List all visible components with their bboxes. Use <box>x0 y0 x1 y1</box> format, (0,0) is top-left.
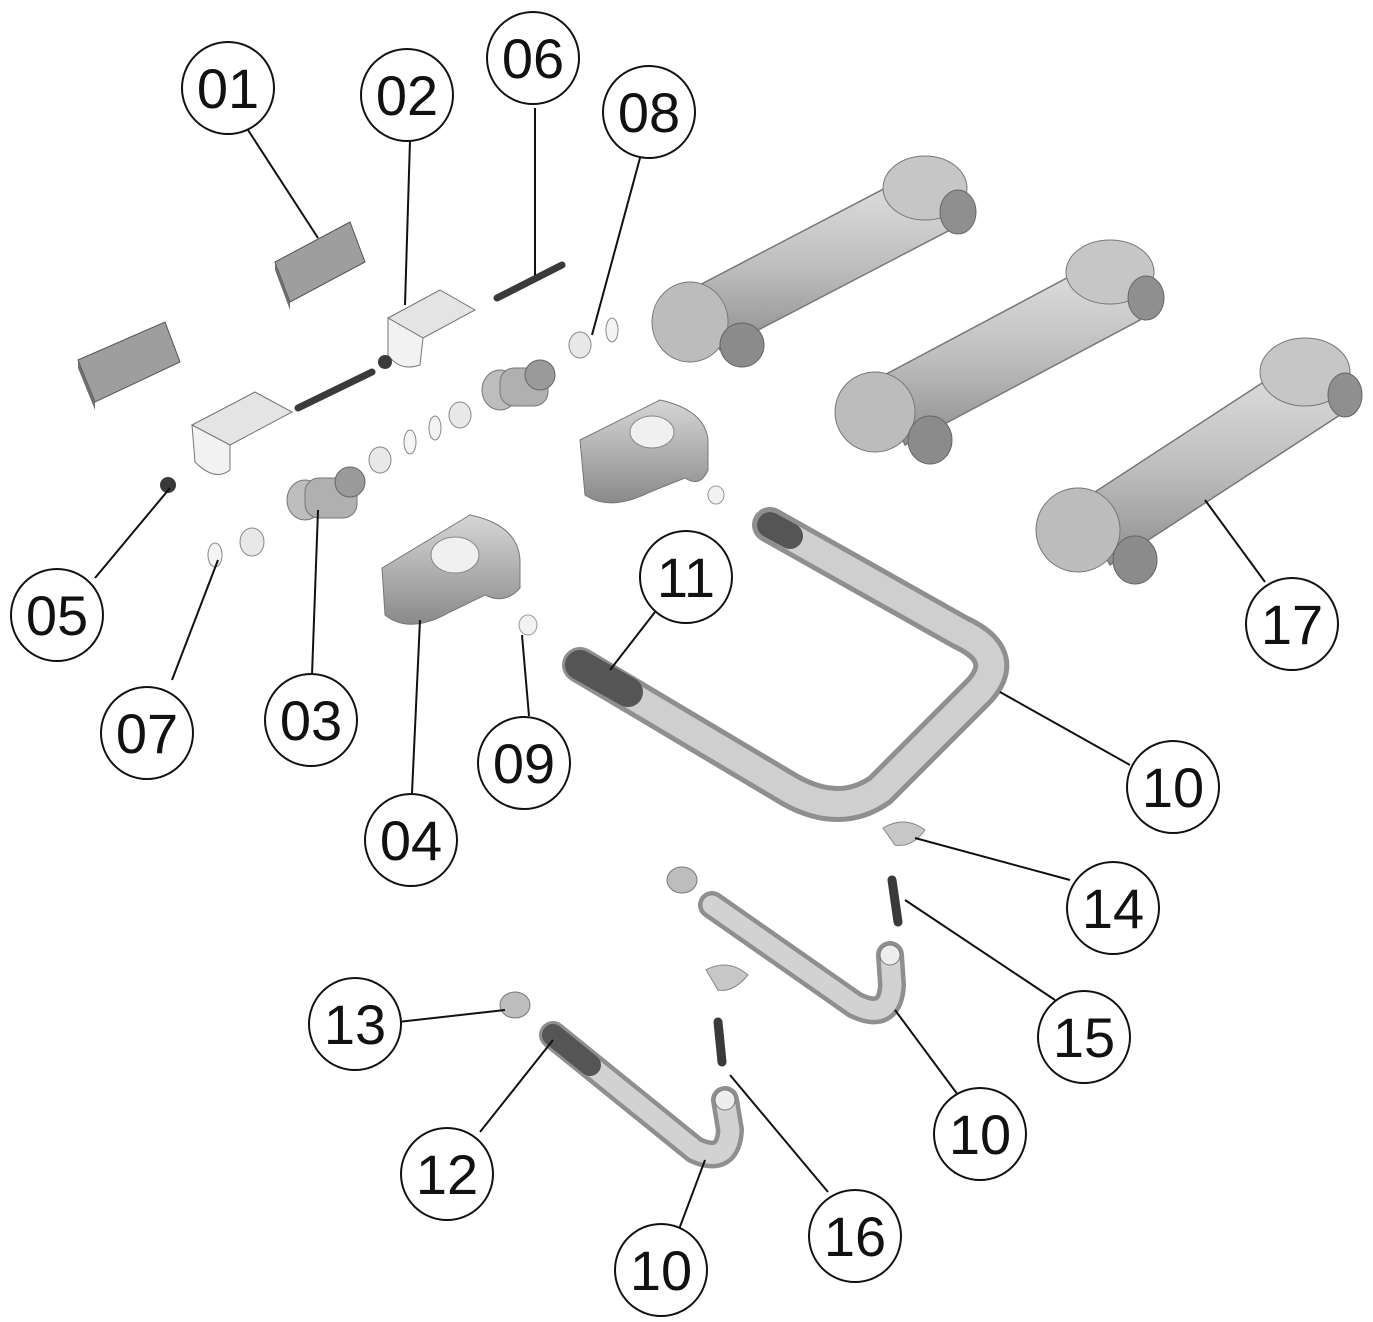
callout-05: 05 <box>10 568 104 662</box>
threaded-rod-upper <box>493 261 566 302</box>
callout-04-label: 04 <box>380 809 442 872</box>
arm-link-2 <box>834 239 1165 465</box>
bracket-lower <box>190 391 294 475</box>
callout-06-label: 06 <box>502 27 564 90</box>
threaded-rod-lower <box>294 368 376 412</box>
callout-14: 14 <box>1066 861 1160 955</box>
callout-09-label: 09 <box>493 732 555 795</box>
callout-13-label: 13 <box>324 993 386 1056</box>
callout-04: 04 <box>364 793 458 887</box>
u-tube <box>562 507 1010 822</box>
callout-10-upper-label: 10 <box>1142 756 1204 819</box>
callout-01-label: 01 <box>197 57 259 120</box>
callout-17-label: 17 <box>1261 593 1323 656</box>
tee-fitting-lower <box>286 466 366 521</box>
callout-11-label: 11 <box>657 546 715 609</box>
callout-03: 03 <box>264 673 358 767</box>
callout-13: 13 <box>308 977 402 1071</box>
callout-08-label: 08 <box>618 81 680 144</box>
callout-07: 07 <box>100 686 194 780</box>
tube-nuts <box>499 866 698 1019</box>
callout-17: 17 <box>1245 577 1339 671</box>
callout-09: 09 <box>477 716 571 810</box>
callout-15: 15 <box>1037 990 1131 1084</box>
clamp-plate-upper <box>274 221 366 310</box>
small-bushings <box>518 485 725 636</box>
callout-16: 16 <box>808 1189 902 1283</box>
bracket-upper <box>386 289 477 368</box>
callout-10-lower: 10 <box>614 1223 708 1317</box>
callout-12: 12 <box>400 1127 494 1221</box>
callout-10-middle-label: 10 <box>949 1103 1011 1166</box>
l-tube-upper <box>698 891 906 1025</box>
arm-link-3 <box>1035 337 1363 585</box>
callout-05-label: 05 <box>26 584 88 647</box>
callout-10-middle: 10 <box>933 1087 1027 1181</box>
callout-07-label: 07 <box>116 702 178 765</box>
callout-08: 08 <box>602 65 696 159</box>
callout-03-label: 03 <box>280 689 342 752</box>
clamp-block-lower <box>381 514 521 625</box>
l-tube-lower <box>539 1021 744 1169</box>
callout-10-lower-label: 10 <box>630 1239 692 1302</box>
clamp-plate-lower <box>77 321 181 410</box>
arm-link-1 <box>651 155 977 368</box>
callout-16-label: 16 <box>824 1205 886 1268</box>
callout-11: 11 <box>639 530 733 624</box>
callout-02-label: 02 <box>376 64 438 127</box>
end-cap <box>160 355 392 493</box>
callout-02: 02 <box>360 48 454 142</box>
callout-06: 06 <box>486 11 580 105</box>
leader-lines <box>94 108 1266 1233</box>
callout-10-upper: 10 <box>1126 740 1220 834</box>
callout-14-label: 14 <box>1082 877 1144 940</box>
callout-15-label: 15 <box>1053 1006 1115 1069</box>
callout-12-label: 12 <box>416 1143 478 1206</box>
callout-01: 01 <box>181 41 275 135</box>
clamp-block-upper <box>579 399 709 504</box>
tee-fitting-upper <box>481 359 556 411</box>
wing-nuts-and-studs <box>705 821 926 1067</box>
